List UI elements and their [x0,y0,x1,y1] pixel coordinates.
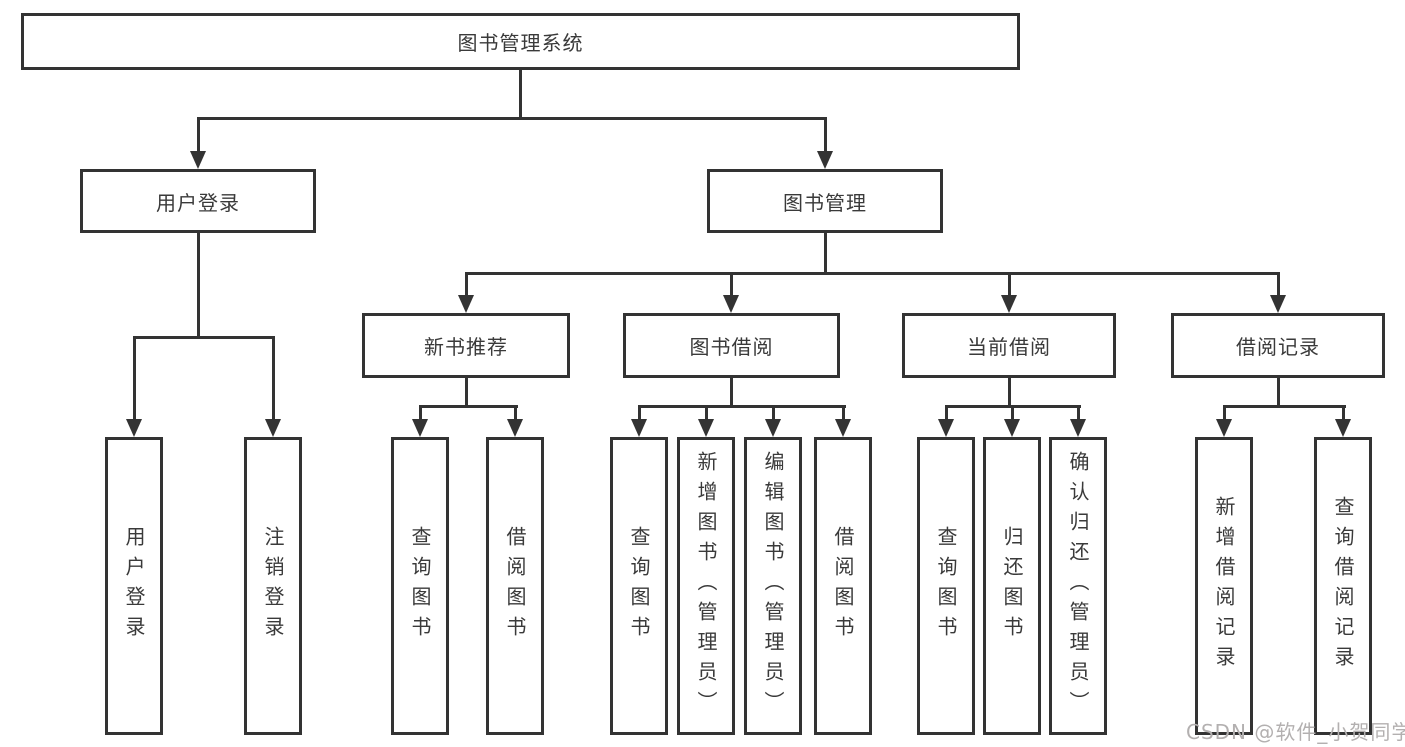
csdn-watermark: CSDN @软件_小贺同学 [1186,720,1405,744]
node-borrow-records: 借阅记录 [1171,313,1385,378]
connector-line [133,336,275,339]
leaf-cb-return-books: 归还图书 [983,437,1041,735]
connector-line [705,405,708,425]
connector-line [1011,405,1014,425]
arrow-down-icon [723,295,739,313]
arrow-down-icon [507,419,523,437]
connector-line [638,405,641,425]
leaf-logout-label: 注销登录 [261,526,285,646]
connector-line [419,405,422,425]
node-user-login-label: 用户登录 [156,190,240,215]
arrow-down-icon [698,419,714,437]
node-new-book-recommend-label: 新书推荐 [424,335,508,359]
arrow-down-icon [765,419,781,437]
leaf-nb-query-books: 查询图书 [391,437,449,735]
node-root-label: 图书管理系统 [457,31,584,55]
node-current-borrow-label: 当前借阅 [967,335,1051,359]
arrow-down-icon [1070,419,1086,437]
connector-line [419,405,518,408]
leaf-nb-borrow-books: 借阅图书 [486,437,544,735]
leaf-br-query-record: 查询借阅记录 [1314,437,1372,735]
node-root: 图书管理系统 [21,13,1020,70]
arrow-down-icon [817,151,833,169]
node-borrow-records-label: 借阅记录 [1236,335,1320,359]
arrow-down-icon [1216,419,1232,437]
node-book-management-label: 图书管理 [783,190,867,215]
leaf-bb-edit-books-admin: 编辑图书（管理员） [744,437,802,735]
arrow-down-icon [1001,295,1017,313]
connector-line [638,405,846,408]
leaf-cb-return-books-label: 归还图书 [1000,526,1024,646]
leaf-cb-confirm-return-admin: 确认归还（管理员） [1049,437,1107,735]
leaf-bb-borrow-books: 借阅图书 [814,437,872,735]
connector-line [1277,272,1280,298]
leaf-bb-edit-books-admin-label: 编辑图书（管理员） [761,451,785,721]
connector-line [730,378,733,405]
leaf-logout: 注销登录 [244,437,302,735]
node-book-management: 图书管理 [707,169,943,233]
leaf-bb-query-books-label: 查询图书 [627,526,651,646]
arrow-down-icon [126,419,142,437]
leaf-nb-borrow-books-label: 借阅图书 [503,526,527,646]
arrow-down-icon [190,151,206,169]
connector-line [465,272,468,298]
leaf-bb-query-books: 查询图书 [610,437,668,735]
connector-line [272,336,275,424]
arrow-down-icon [835,419,851,437]
leaf-user-login: 用户登录 [105,437,163,735]
arrow-down-icon [1335,419,1351,437]
leaf-bb-borrow-books-label: 借阅图书 [831,526,855,646]
leaf-bb-add-books-admin: 新增图书（管理员） [677,437,735,735]
node-current-borrow: 当前借阅 [902,313,1116,378]
arrow-down-icon [1004,419,1020,437]
connector-line [133,336,136,424]
leaf-cb-query-books: 查询图书 [917,437,975,735]
connector-line [772,405,775,425]
arrow-down-icon [412,419,428,437]
connector-line [730,272,733,298]
connector-line [1008,272,1011,298]
arrow-down-icon [1270,295,1286,313]
connector-line [824,117,827,153]
connector-line [465,272,1280,275]
arrow-down-icon [265,419,281,437]
connector-line [197,233,200,336]
connector-line [197,117,827,120]
arrow-down-icon [458,295,474,313]
connector-line [1223,405,1226,425]
connector-line [519,69,522,117]
leaf-br-query-record-label: 查询借阅记录 [1331,496,1355,676]
leaf-bb-add-books-admin-label: 新增图书（管理员） [694,451,718,721]
connector-line [1342,405,1345,425]
connector-line [1277,378,1280,405]
arrow-down-icon [938,419,954,437]
node-book-borrow-label: 图书借阅 [689,335,774,359]
leaf-nb-query-books-label: 查询图书 [408,526,432,646]
leaf-cb-query-books-label: 查询图书 [934,526,958,646]
leaf-cb-confirm-return-admin-label: 确认归还（管理员） [1066,451,1090,721]
connector-line [1008,378,1011,405]
connector-line [1223,405,1346,408]
connector-line [514,405,517,425]
arrow-down-icon [631,419,647,437]
leaf-user-login-label: 用户登录 [122,526,146,646]
node-book-borrow: 图书借阅 [623,313,840,378]
node-user-login: 用户登录 [80,169,316,233]
leaf-br-add-record-label: 新增借阅记录 [1212,496,1236,676]
connector-line [1077,405,1080,425]
connector-line [842,405,845,425]
connector-line [465,378,468,405]
node-new-book-recommend: 新书推荐 [362,313,570,378]
connector-line [945,405,948,425]
connector-line [197,117,200,153]
leaf-br-add-record: 新增借阅记录 [1195,437,1253,735]
connector-line [824,233,827,272]
